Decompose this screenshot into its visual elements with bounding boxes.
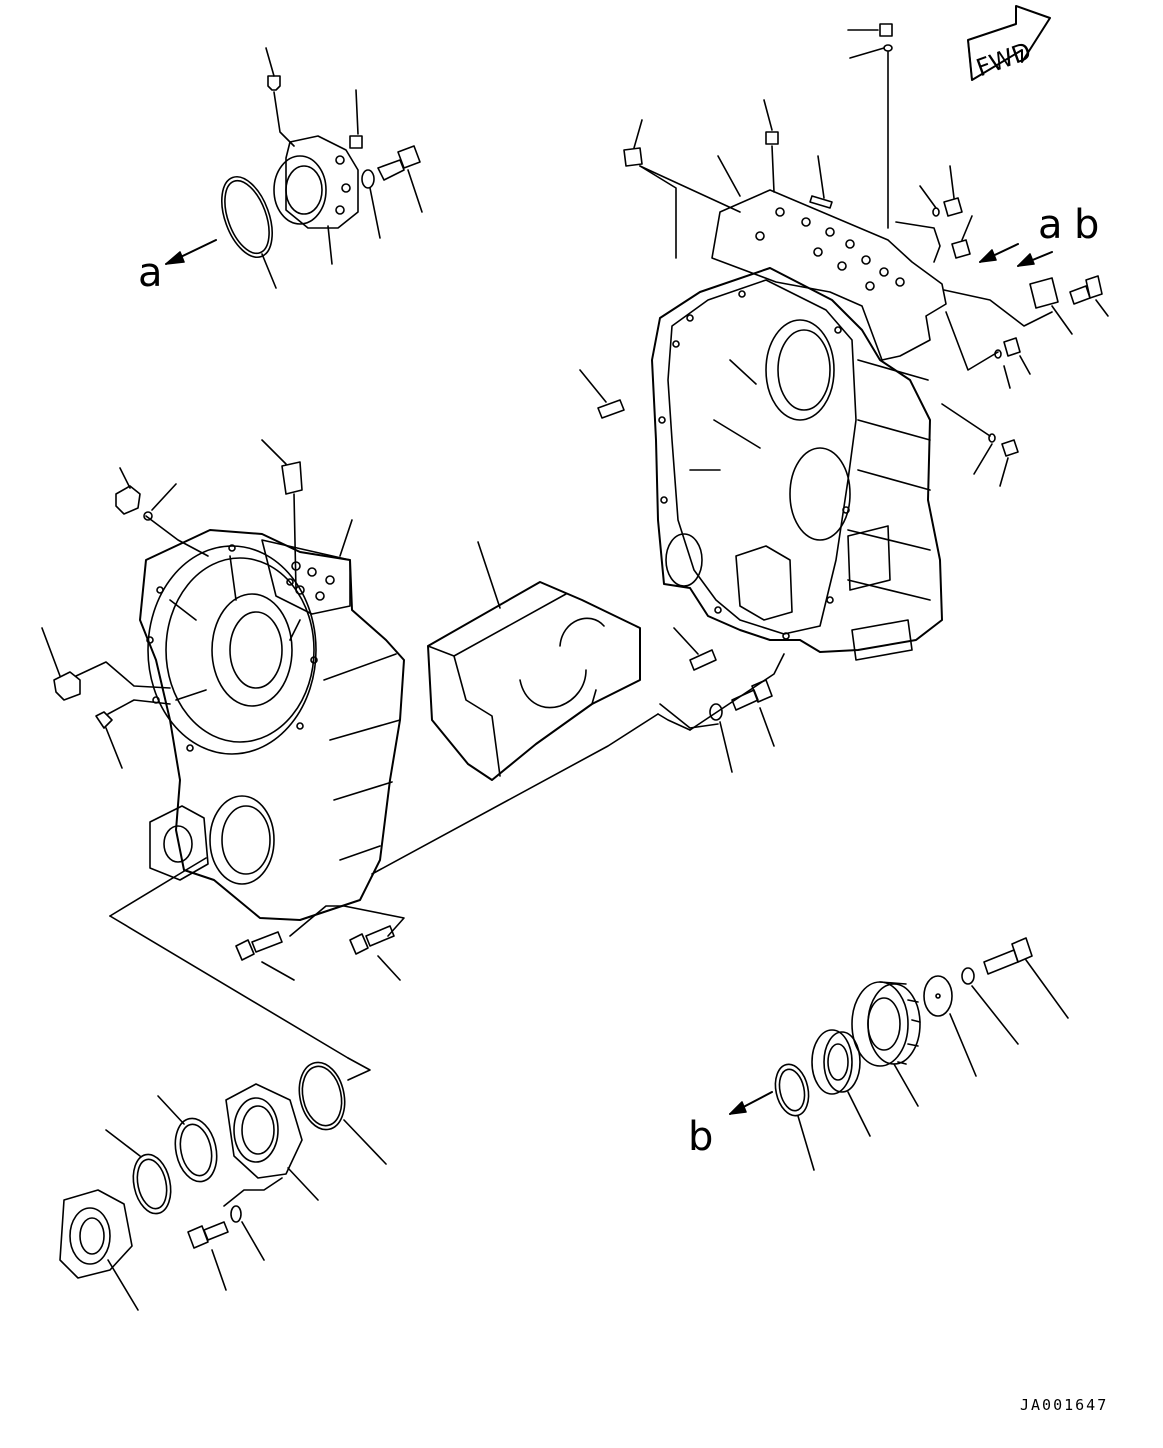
disc [923, 975, 953, 1017]
bottom-right-assembly: b [688, 937, 1069, 1171]
plug-case-1 [623, 147, 643, 167]
front-transmission-case [41, 439, 785, 1059]
o-ring-bottom [298, 1061, 346, 1131]
cover-plate-right [1029, 277, 1059, 309]
washer-middle [709, 703, 723, 721]
label-a-left: a [138, 250, 163, 296]
cover-top [285, 135, 359, 229]
rear-transmission-case: a b [579, 23, 1109, 671]
dowel-pin-right-lower [689, 649, 717, 671]
retainer [225, 1083, 303, 1179]
o-ring-top [221, 176, 273, 258]
plug-case-3 [879, 23, 893, 37]
fwd-arrow-icon: FWD [967, 5, 1051, 82]
lower-bore [209, 795, 275, 885]
pin-case-top [809, 195, 833, 209]
washer-bottom-left [230, 1205, 242, 1223]
plug-left-case-top [281, 461, 303, 495]
bearing [811, 1029, 853, 1095]
bolt-left-1 [235, 939, 255, 961]
bolt-left-2 [349, 933, 369, 955]
bottom-left-assembly [59, 1057, 387, 1311]
drawing-code: JA001647 [1020, 1396, 1108, 1414]
plug-top-cover [267, 75, 281, 91]
bell-flange [147, 545, 317, 755]
top-cover-assembly: a [138, 47, 423, 296]
bolt-bottom-right [983, 949, 1019, 975]
ring-b [774, 1063, 810, 1117]
dowel-pin-right-upper [597, 399, 625, 419]
nut-left-case [115, 485, 141, 515]
label-b-right: b [1074, 202, 1099, 248]
bolt-right [1085, 275, 1103, 299]
label-a-right: a [1038, 202, 1063, 248]
oil-seal [174, 1117, 218, 1183]
bearing-bore-upper [765, 319, 835, 421]
bolt-top [377, 159, 405, 181]
plug-left-side [53, 671, 81, 701]
label-b-bottom: b [688, 1114, 713, 1160]
middle-cover [427, 541, 641, 781]
valve-plate [711, 189, 947, 361]
washer-bottom-right [961, 967, 975, 985]
snap-ring [132, 1153, 172, 1215]
coupling [59, 1189, 133, 1279]
bolt-bottom-left [187, 1225, 209, 1249]
fwd-label: FWD [973, 37, 1035, 82]
washer-top [361, 169, 375, 189]
plug-case-2 [765, 131, 779, 145]
bearing-bore-lower [789, 447, 851, 541]
